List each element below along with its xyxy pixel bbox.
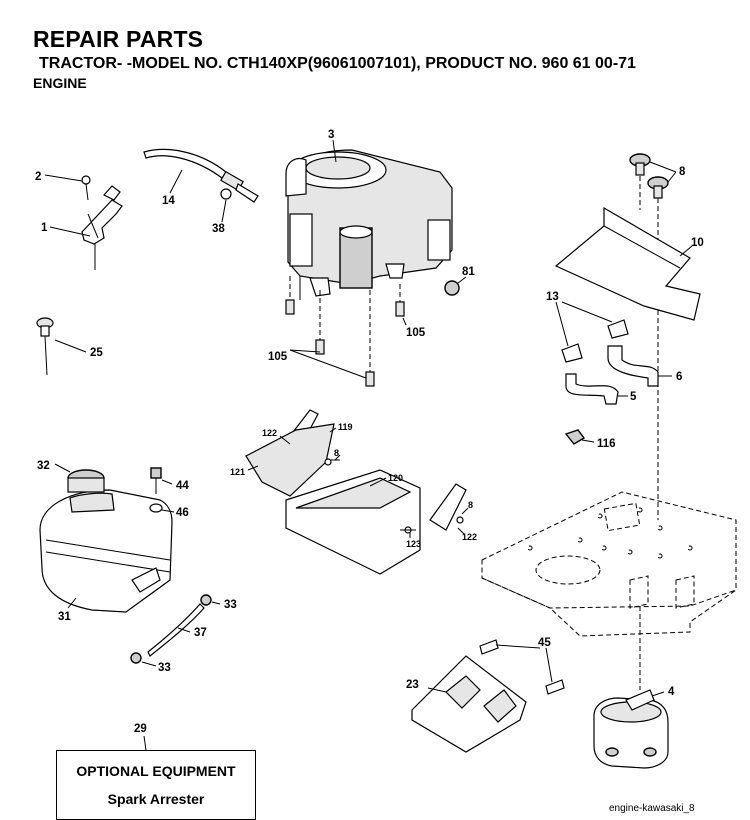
breather-hose-part [143, 148, 259, 203]
section-title: ENGINE [33, 75, 87, 91]
callout-123: 123 [406, 539, 421, 549]
knobs-8-part [629, 153, 669, 520]
callout-46: 46 [176, 507, 189, 519]
nut-81-part [444, 280, 460, 296]
callout-6: 6 [676, 371, 682, 383]
callout-13: 13 [546, 291, 559, 303]
exhaust-pipes-part [561, 319, 659, 445]
callout-37: 37 [194, 627, 207, 639]
dipstick-part [36, 317, 54, 376]
callout-120: 120 [388, 473, 403, 483]
callout-122-top: 122 [262, 428, 277, 438]
heat-shield-10-part [554, 206, 701, 321]
callout-4: 4 [668, 686, 675, 698]
callout-122-right: 122 [462, 532, 477, 542]
callout-14: 14 [162, 195, 175, 207]
throttle-bracket-part [81, 175, 123, 270]
callout-105-right: 105 [406, 327, 426, 339]
engine-part [285, 149, 453, 300]
fuel-line-part [130, 594, 212, 664]
callout-31: 31 [58, 611, 71, 623]
tractor-frame-outline [481, 491, 737, 690]
callout-3: 3 [328, 129, 334, 141]
callout-10: 10 [691, 237, 704, 249]
bolts-105-part [285, 276, 405, 387]
fuel-tank-part [39, 469, 173, 613]
callout-44: 44 [176, 480, 189, 492]
callout-33-bottom: 33 [158, 662, 171, 674]
callout-8-bracket: 8 [334, 448, 339, 458]
callout-121: 121 [230, 467, 245, 477]
drawing-reference: engine-kawasaki_8 [609, 803, 695, 814]
callout-1: 1 [41, 222, 48, 234]
callout-81: 81 [462, 266, 475, 278]
callout-23: 23 [406, 679, 419, 691]
callout-25: 25 [90, 347, 103, 359]
optional-equipment-box: OPTIONAL EQUIPMENT Spark Arrester [56, 750, 256, 820]
callout-5: 5 [630, 391, 637, 403]
engine-mount-brackets-part [245, 409, 467, 575]
callout-45: 45 [538, 637, 551, 649]
callout-116: 116 [597, 438, 616, 450]
fuel-fittings-part [149, 467, 163, 513]
callout-8-right: 8 [468, 500, 473, 510]
callout-2: 2 [35, 171, 41, 183]
callout-105-left: 105 [268, 351, 288, 363]
model-subtitle: TRACTOR- -MODEL NO. CTH140XP(96061007101… [39, 55, 636, 72]
callout-8-knob: 8 [679, 166, 686, 178]
callout-32: 32 [37, 460, 50, 472]
spark-arrester-label: Spark Arrester [107, 791, 205, 807]
callout-119: 119 [338, 422, 353, 432]
cover-plate-part [411, 639, 565, 753]
optional-equipment-heading: OPTIONAL EQUIPMENT [76, 763, 236, 779]
muffler-part [593, 689, 669, 769]
page-title: REPAIR PARTS [33, 26, 204, 52]
callout-29: 29 [134, 723, 147, 735]
callout-38: 38 [212, 223, 225, 235]
callout-33-top: 33 [224, 599, 237, 611]
